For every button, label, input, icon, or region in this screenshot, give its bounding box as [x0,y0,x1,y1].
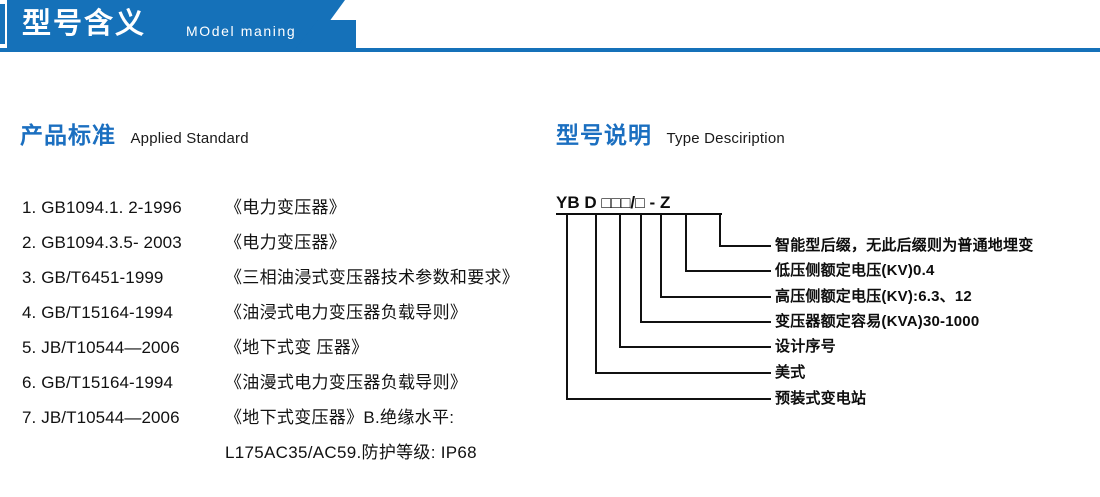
standard-code: 5. JB/T10544—2006 [22,330,225,365]
standard-title: 《电力变压器》 [225,233,347,252]
standard-title: 《地下式变 压器》 [225,338,369,357]
code-segment-z: Z [659,193,671,212]
leader-path-4 [640,214,771,323]
standard-code: 2. GB1094.3.5- 2003 [22,225,225,260]
standard-number: GB/T15164-1994 [41,373,174,392]
standard-code: 7. JB/T10544—2006 [22,400,225,435]
standard-index: 4. [22,303,37,322]
list-item: 5. JB/T10544—2006《地下式变 压器》 [22,330,542,365]
code-segment-box-2: □ [611,195,621,212]
standard-title: 《地下式变压器》B.绝缘水平: [225,408,455,427]
standard-number: GB/T15164-1994 [41,303,174,322]
standard-code: 6. GB/T15164-1994 [22,365,225,400]
banner-blue-shape [0,0,345,48]
leader-path-5 [619,214,771,348]
type-label-design-serial: 设计序号 [775,338,836,355]
leader-path-7 [566,214,771,400]
code-segment-box-1: □ [601,195,612,212]
type-code-diagram: YB D □□□/□ - Z 智能型后缀，无此后缀则为普通地埋变 低压侧额定电压… [556,192,1076,442]
code-segment-d: D [584,193,597,212]
leader-path-1 [719,214,771,247]
standard-index: 5. [22,338,37,357]
code-segment-slash: / [630,193,636,212]
banner-bottom-rule [0,48,1100,52]
leader-lines [566,214,771,400]
leader-path-2 [685,214,771,272]
standard-number: GB/T6451-1999 [41,268,164,287]
list-item: 1. GB1094.1. 2-1996《电力变压器》 [22,190,542,225]
standard-code: 4. GB/T15164-1994 [22,295,225,330]
standard-index: 1. [22,198,37,217]
code-segment-dash: - [649,193,656,212]
type-label-hv-rated-voltage: 高压侧额定电压(KV):6.3、12 [775,288,972,305]
code-segment-yb: YB [556,193,580,212]
standard-index: 7. [22,408,37,427]
standard-index: 2. [22,233,37,252]
type-label-smart-suffix: 智能型后缀，无此后缀则为普通地埋变 [775,237,1034,254]
standard-title: 《油浸式电力变压器负载导则》 [225,303,468,322]
page-header-banner: 型号含义 MOdel maning [0,0,1100,52]
banner-title-chinese: 型号含义 [22,8,147,40]
standard-title: 《电力变压器》 [225,198,347,217]
list-item: 4. GB/T15164-1994《油浸式电力变压器负载导则》 [22,295,542,330]
type-label-rated-capacity: 变压器额定容易(KVA)30-1000 [775,313,980,330]
banner-left-accent-bar [0,4,5,44]
standard-code: 3. GB/T6451-1999 [22,260,225,295]
standard-number: JB/T10544—2006 [41,338,180,357]
code-segment-box-4: □ [635,195,645,212]
section-heading-type-en: Type Desciription [666,130,785,147]
section-heading-type-cn: 型号说明 [556,122,652,148]
type-label-lv-rated-voltage: 低压侧额定电压(KV)0.4 [775,262,935,279]
type-label-prefab-substation: 预装式变电站 [775,390,867,407]
leader-path-6 [595,214,771,374]
banner-title-english: MOdel maning [186,23,297,39]
standard-title: 《三相油浸式变压器技术参数和要求》 [225,268,520,287]
type-label-american-style: 美式 [775,364,806,381]
standard-number: GB1094.3.5- 2003 [41,233,182,252]
list-item: 3. GB/T6451-1999《三相油浸式变压器技术参数和要求》 [22,260,542,295]
list-item: 2. GB1094.3.5- 2003《电力变压器》 [22,225,542,260]
section-heading-applied-standard: 产品标准 Applied Standard [20,116,249,150]
section-heading-standard-en: Applied Standard [130,130,249,147]
section-heading-type-description: 型号说明 Type Desciription [556,116,785,150]
section-heading-standard-cn: 产品标准 [20,122,116,148]
standard-code: 1. GB1094.1. 2-1996 [22,190,225,225]
standard-number: GB1094.1. 2-1996 [41,198,182,217]
type-code-underline [556,213,722,215]
standard-number: JB/T10544—2006 [41,408,180,427]
standards-list: 1. GB1094.1. 2-1996《电力变压器》 2. GB1094.3.5… [22,190,542,470]
type-code-string: YB D □□□/□ - Z [556,192,670,215]
standard-title: 《油漫式电力变压器负载导则》 [225,373,468,392]
code-segment-box-3: □ [620,195,631,212]
leader-path-3 [660,214,771,298]
list-item: 7. JB/T10544—2006《地下式变压器》B.绝缘水平: [22,400,542,435]
list-item: 6. GB/T15164-1994《油漫式电力变压器负载导则》 [22,365,542,400]
standard-title-continuation: L175AC35/AC59.防护等级: IP68 [225,443,477,462]
standard-index: 3. [22,268,37,287]
standard-index: 6. [22,373,37,392]
